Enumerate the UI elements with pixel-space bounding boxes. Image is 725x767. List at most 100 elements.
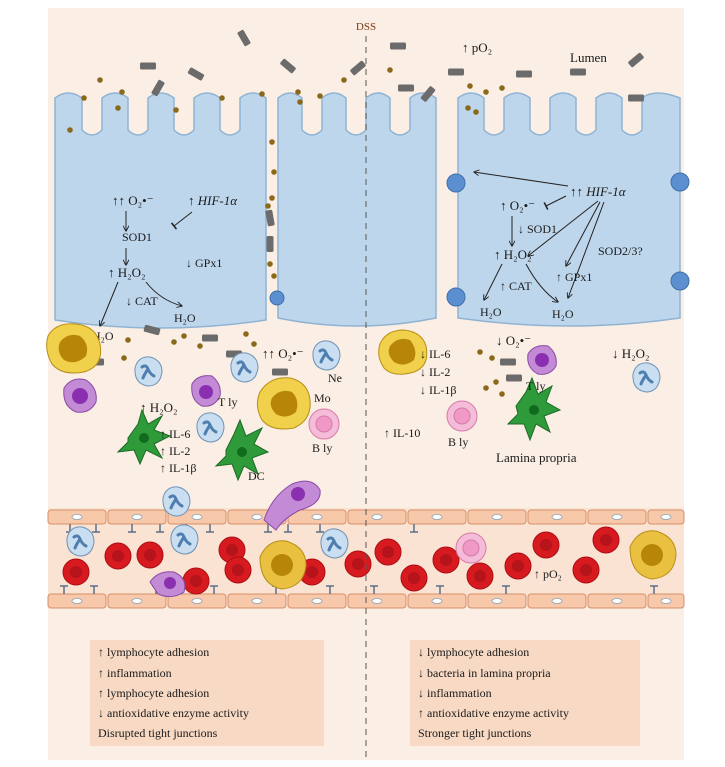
epithelial-cell-middle xyxy=(277,92,437,327)
dendritic-cell xyxy=(214,418,270,482)
left-gpx1: ↓ GPx1 xyxy=(186,256,222,270)
ne-label: Ne xyxy=(328,371,342,385)
epithelial-cell-left xyxy=(54,92,267,329)
right-h2o2: ↑ H₂O₂ xyxy=(494,247,532,262)
left-cell-pathway: ↑↑ O₂•⁻ ↑ HIF-1α SOD1 ↑ H₂O₂ ↓ GPx1 ↓ CA… xyxy=(92,193,238,343)
summary-right-item: ↓ lymphocyte adhesion xyxy=(418,645,529,659)
arrow xyxy=(484,263,503,300)
tight-junction xyxy=(446,173,466,193)
right-superoxide: ↑ O₂•⁻ xyxy=(500,198,535,213)
left-il1b: ↑ IL-1β xyxy=(160,461,196,475)
inhibition xyxy=(543,195,567,210)
bacterium-rod xyxy=(266,236,274,252)
tight-junction xyxy=(670,271,690,291)
bacterium-coccus xyxy=(265,203,271,209)
right-tly-label: T ly xyxy=(526,379,545,393)
bacterium-coccus xyxy=(173,107,179,113)
bacterium-coccus xyxy=(219,95,225,101)
summary-right: ↓ lymphocyte adhesion ↓ bacteria in lami… xyxy=(418,645,569,740)
bacterium-coccus xyxy=(119,89,125,95)
left-superoxide: ↑↑ O₂•⁻ xyxy=(112,193,154,208)
t-lymphocyte xyxy=(149,571,186,598)
bacterium-rod xyxy=(237,29,251,47)
bacterium-coccus xyxy=(483,385,489,391)
bacterium-coccus xyxy=(489,355,495,361)
bacterium-coccus xyxy=(297,99,303,105)
bacterium-coccus xyxy=(125,337,131,343)
bly-label: B ly xyxy=(312,441,332,455)
vessel-po2: ↑ pO₂ xyxy=(534,567,562,581)
epithelium xyxy=(54,92,690,329)
bacterium-rod xyxy=(390,42,406,50)
arrow xyxy=(474,172,569,187)
bacterium-coccus xyxy=(181,333,187,339)
bacterium-rod xyxy=(448,68,464,76)
bacterium-coccus xyxy=(341,77,347,83)
bacterium-coccus xyxy=(499,391,505,397)
bacterium-coccus xyxy=(467,83,473,89)
bacterium-rod xyxy=(187,67,205,81)
bacterium-rod xyxy=(516,70,532,78)
blood-vessel xyxy=(47,508,685,609)
left-h2o-b: H₂O xyxy=(174,311,196,325)
dc-label: DC xyxy=(248,469,265,483)
bacterium-coccus xyxy=(267,261,273,267)
bacterium-coccus xyxy=(271,273,277,279)
bacterium-coccus xyxy=(269,195,275,201)
right-lp-superoxide: ↓ O₂•⁻ xyxy=(496,333,531,348)
left-lamina-labels: ↑↑ O₂•⁻ Ne ↑ H₂O₂ T ly Mo ↑ IL-6 ↑ IL-2 … xyxy=(140,346,342,483)
bacterium-coccus xyxy=(493,379,499,385)
left-cat: ↓ CAT xyxy=(126,294,158,308)
bacterium-coccus xyxy=(269,139,275,145)
right-sod1: ↓ SOD1 xyxy=(518,222,557,236)
arrow xyxy=(568,201,605,298)
lumen-po2: ↑ pO₂ xyxy=(462,40,492,55)
bacterium-coccus xyxy=(259,91,265,97)
tight-junction xyxy=(446,287,466,307)
bacterium-coccus xyxy=(81,95,87,101)
bacterium-rod xyxy=(350,60,366,76)
right-hif: ↑↑ HIF-1α xyxy=(570,184,627,199)
bacterium-rod xyxy=(420,86,436,102)
dendritic-cell xyxy=(116,408,172,466)
right-cat: ↑ CAT xyxy=(500,279,532,293)
right-il6: ↓ IL-6 xyxy=(420,347,450,361)
arrow xyxy=(525,263,558,302)
mo-label: Mo xyxy=(314,391,331,405)
bacterium-rod xyxy=(280,58,296,74)
tight-junction xyxy=(269,290,285,306)
right-cell-pathway: ↑ O₂•⁻ ↑↑ HIF-1α ↓ SOD1 ↑ H₂O₂ SOD2/3? ↑… xyxy=(474,172,643,321)
summary-left-item: ↓ antioxidative enzyme activity xyxy=(98,706,249,720)
bacteria xyxy=(67,29,644,397)
bacterium-coccus xyxy=(295,89,301,95)
bacterium-coccus xyxy=(477,349,483,355)
left-il6: ↑ IL-6 xyxy=(160,427,190,441)
right-lp-h2o2: ↓ H₂O₂ xyxy=(612,346,650,361)
bacterium-coccus xyxy=(243,331,249,337)
right-il10: ↑ IL-10 xyxy=(384,426,420,440)
summary-left-item: Disrupted tight junctions xyxy=(98,726,218,740)
bacterium-rod xyxy=(140,62,156,70)
bacterium-rod xyxy=(398,84,414,92)
t-lymphocyte xyxy=(191,375,221,407)
bacterium-rod xyxy=(151,79,165,97)
bacterium-rod xyxy=(500,358,516,366)
bacterium-rod xyxy=(570,68,586,76)
tight-junction xyxy=(670,172,690,192)
right-sod23: SOD2/3? xyxy=(598,244,643,258)
tly-label: T ly xyxy=(218,395,237,409)
arrow xyxy=(566,201,601,266)
inhibition xyxy=(170,211,193,230)
left-h2o2: ↑ H₂O₂ xyxy=(108,265,146,280)
arrow xyxy=(145,281,182,306)
bacterium-coccus xyxy=(465,105,471,111)
bacterium-rod xyxy=(628,52,644,68)
b-lymphocyte xyxy=(455,532,487,564)
bacterium-rod xyxy=(143,324,161,336)
b-lymphocyte xyxy=(308,408,340,440)
t-lymphocyte xyxy=(527,345,557,375)
bacterium-coccus xyxy=(251,341,257,347)
bacterium-rod xyxy=(506,374,522,382)
left-lp-h2o2: ↑ H₂O₂ xyxy=(140,400,178,415)
